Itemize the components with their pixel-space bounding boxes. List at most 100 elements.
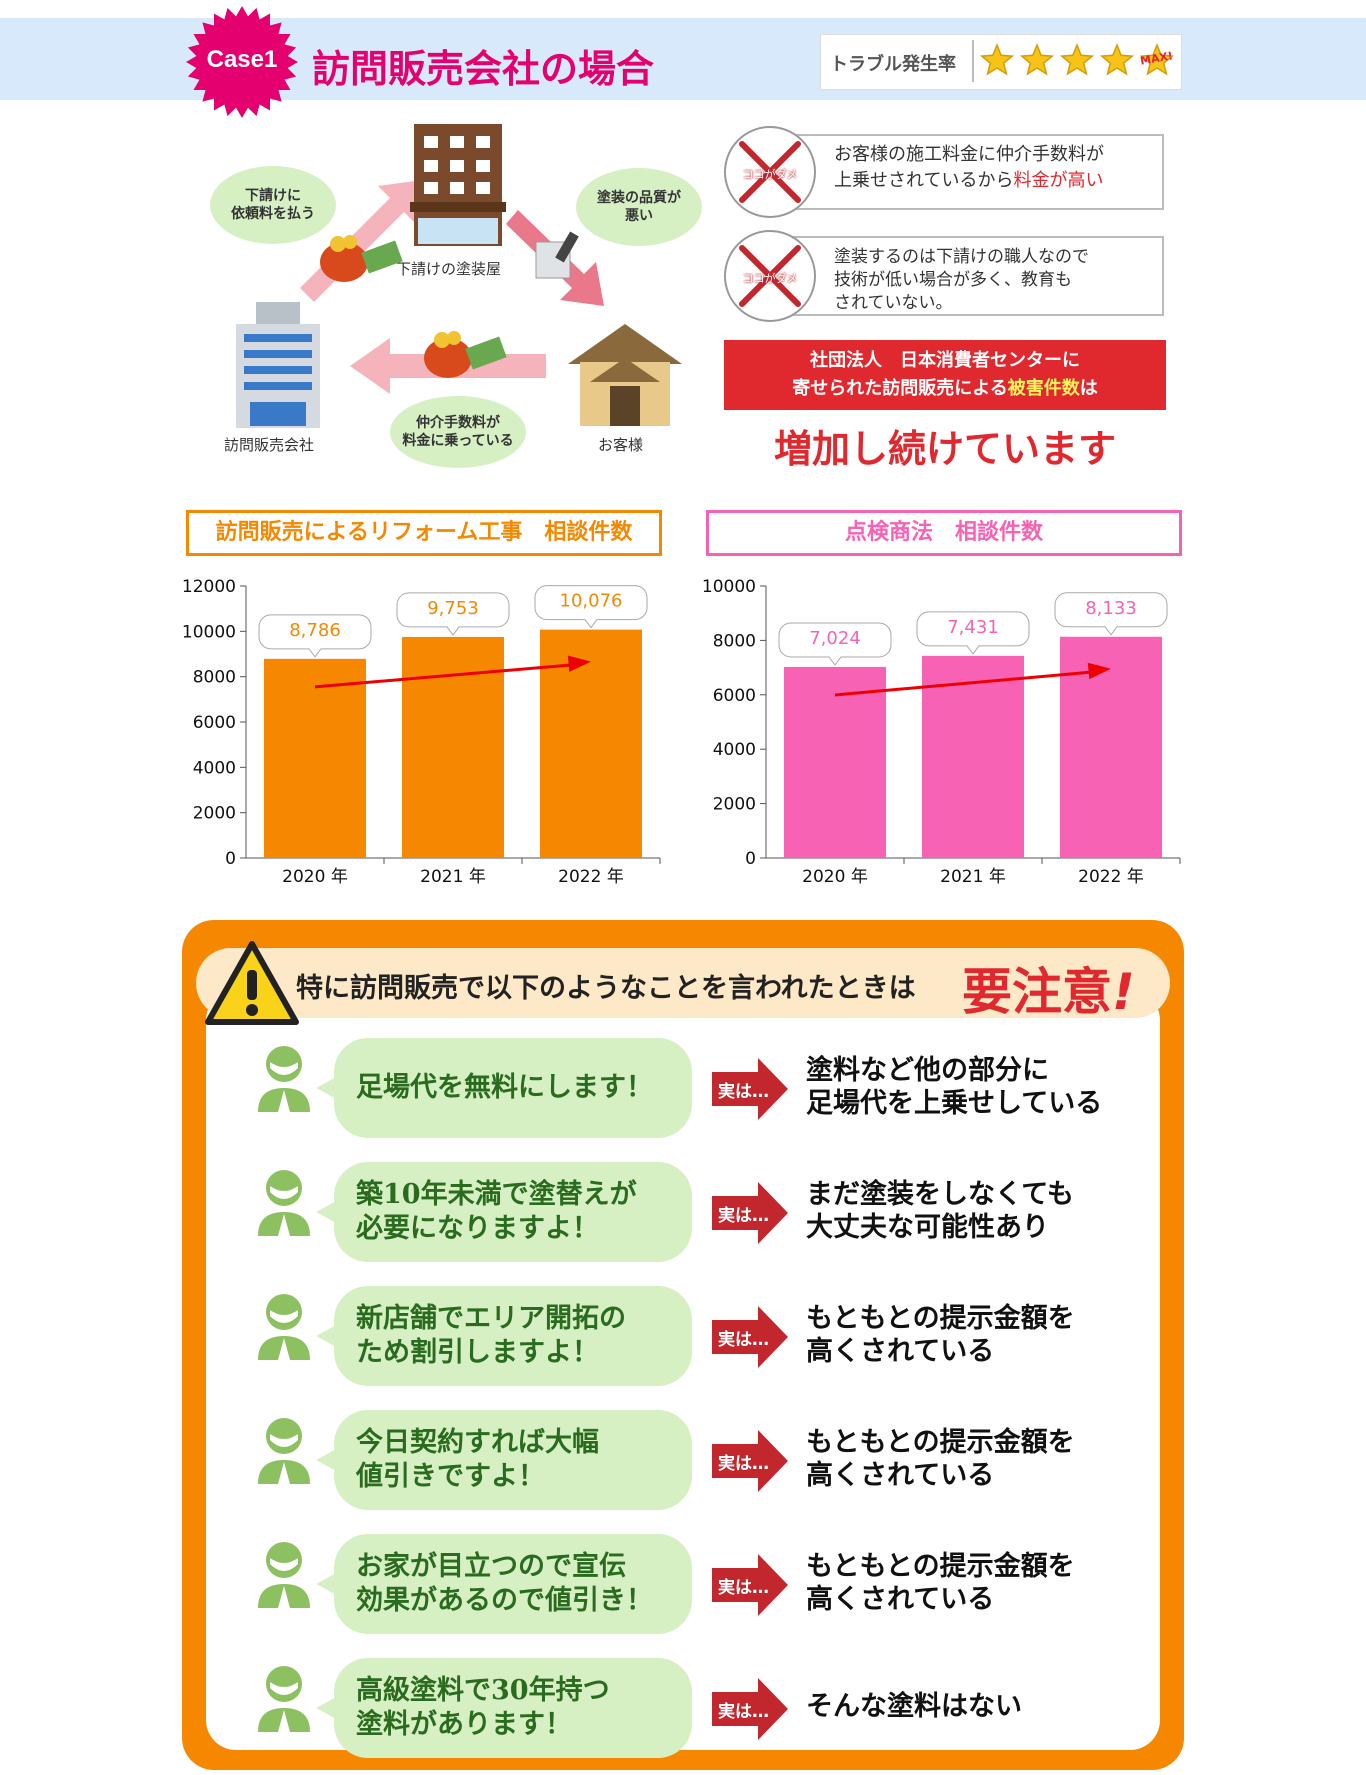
truth-arrow-icon: 実は… bbox=[712, 1306, 788, 1368]
bar bbox=[402, 636, 504, 858]
y-tick-label: 4000 bbox=[193, 758, 236, 778]
bar bbox=[1060, 636, 1162, 858]
y-tick-label: 10000 bbox=[702, 577, 756, 597]
increase-headline: 増加し続けています bbox=[773, 427, 1116, 471]
page-title: 訪問販売会社の場合 bbox=[312, 47, 655, 91]
company-caption: 訪問販売会社 bbox=[224, 436, 315, 454]
x-tick-label: 2021 年 bbox=[420, 867, 486, 887]
jitsu-label: 実は… bbox=[718, 1206, 769, 1226]
person-icon bbox=[256, 1538, 312, 1612]
y-tick-label: 12000 bbox=[182, 577, 236, 597]
x-tick-label: 2021 年 bbox=[940, 867, 1006, 887]
bubble-commission: 仲介手数料が 料金に乗っている bbox=[390, 396, 526, 468]
bubble-quality: 塗装の品質が 悪い bbox=[576, 168, 702, 246]
ng-label: ココがダメ bbox=[742, 168, 798, 181]
case-label: Case1 bbox=[206, 46, 278, 73]
star-icon bbox=[1020, 43, 1054, 76]
jitsu-label: 実は… bbox=[718, 1082, 769, 1102]
y-tick-label: 0 bbox=[745, 849, 756, 869]
warning-triangle-icon bbox=[205, 941, 299, 1025]
sales-pitch: 新店舗でエリア開拓の ため割引しますよ！ bbox=[334, 1286, 692, 1386]
star-icon bbox=[1060, 43, 1094, 76]
speech-tail bbox=[316, 1324, 338, 1348]
subcontractor-caption: 下請けの塗装屋 bbox=[396, 260, 502, 278]
ng-label: ココがダメ bbox=[742, 272, 798, 285]
y-tick-label: 2000 bbox=[193, 804, 236, 824]
truth-arrow-icon: 実は… bbox=[712, 1678, 788, 1740]
consumer-center-notice: 社団法人 日本消費者センターに 寄せられた訪問販売による被害件数は bbox=[724, 340, 1166, 410]
value-callout bbox=[916, 611, 1030, 655]
y-tick-label: 8000 bbox=[713, 631, 756, 651]
data-label: 7,024 bbox=[809, 628, 861, 649]
divider bbox=[972, 40, 974, 82]
x-tick-label: 2020 年 bbox=[802, 867, 868, 887]
jitsu-label: 実は… bbox=[718, 1330, 769, 1350]
speech-tail bbox=[316, 1448, 338, 1472]
caution-banner bbox=[196, 948, 1170, 1018]
x-tick-label: 2022 年 bbox=[558, 867, 624, 887]
x-tick-label: 2020 年 bbox=[282, 867, 348, 887]
truth-arrow-icon: 実は… bbox=[712, 1058, 788, 1120]
star-icon bbox=[1100, 43, 1134, 76]
data-label: 8,133 bbox=[1085, 598, 1137, 619]
chart-title-inspection: 点検商法 相談件数 bbox=[706, 510, 1182, 556]
bar bbox=[922, 655, 1024, 858]
trend-arrow-head bbox=[1087, 662, 1111, 680]
truth-text: もともとの提示金額を 高くされている bbox=[806, 1551, 1075, 1615]
ng-badge bbox=[724, 230, 816, 322]
trend-arrow bbox=[314, 663, 576, 689]
sales-pitch: 今日契約すれば大幅 値引きですよ！ bbox=[334, 1410, 692, 1510]
notice-line: 寄せられた訪問販売による bbox=[792, 378, 1008, 399]
truth-text: もともとの提示金額を 高くされている bbox=[806, 1427, 1075, 1491]
bar bbox=[540, 629, 642, 858]
truth-arrow-icon: 実は… bbox=[712, 1182, 788, 1244]
star-icon bbox=[1140, 43, 1174, 76]
sales-pitch: 築10年未満で塗替えが 必要になりますよ！ bbox=[334, 1162, 692, 1262]
y-tick-label: 4000 bbox=[713, 740, 756, 760]
x-tick-label: 2022 年 bbox=[1078, 867, 1144, 887]
warning-text: 上乗せされているから bbox=[834, 170, 1014, 191]
sales-pitch: お家が目立つので宣伝 効果があるので値引き！ bbox=[334, 1534, 692, 1634]
ng-badge bbox=[724, 126, 816, 218]
speech-tail bbox=[316, 1076, 338, 1100]
value-callout bbox=[778, 622, 892, 666]
truth-arrow-icon: 実は… bbox=[712, 1554, 788, 1616]
person-icon bbox=[256, 1414, 312, 1488]
y-tick-label: 10000 bbox=[182, 622, 236, 642]
truth-text: そんな塗料はない bbox=[806, 1691, 1022, 1722]
speech-tail bbox=[316, 1696, 338, 1720]
trend-arrow bbox=[834, 670, 1096, 697]
data-label: 9,753 bbox=[427, 598, 479, 619]
exclamation-icon: ! bbox=[1112, 963, 1135, 1021]
sales-pitch: 足場代を無料にします！ bbox=[334, 1038, 692, 1138]
notice-line: 社団法人 日本消費者センターに bbox=[810, 350, 1080, 371]
trend-arrow-head bbox=[567, 655, 591, 672]
warning-highlight: 料金が高い bbox=[1013, 170, 1104, 191]
y-tick-label: 2000 bbox=[713, 795, 756, 815]
y-tick-label: 6000 bbox=[193, 713, 236, 733]
person-icon bbox=[256, 1166, 312, 1240]
person-icon bbox=[256, 1042, 312, 1116]
warning-text: お客様の施工料金に仲介手数料が bbox=[834, 144, 1104, 165]
truth-arrow-icon: 実は… bbox=[712, 1430, 788, 1492]
notice-highlight: 被害件数 bbox=[1007, 378, 1080, 399]
y-tick-label: 8000 bbox=[193, 668, 236, 688]
value-callout bbox=[1054, 592, 1168, 636]
trouble-rate-label: トラブル発生率 bbox=[830, 54, 956, 75]
money-purse-icon bbox=[424, 331, 507, 378]
value-callout bbox=[534, 585, 648, 629]
data-label: 7,431 bbox=[947, 617, 999, 638]
value-callout bbox=[396, 592, 510, 636]
truth-text: まだ塗装をしなくても 大丈夫な可能性あり bbox=[806, 1179, 1074, 1243]
y-tick-label: 6000 bbox=[713, 686, 756, 706]
data-label: 8,786 bbox=[289, 620, 341, 641]
x-mark-icon bbox=[739, 141, 801, 203]
bubble-fee: 下請けに 依頼料を払う bbox=[210, 166, 336, 244]
caution-emphasis: 要注意! bbox=[962, 952, 1135, 1024]
bar bbox=[784, 666, 886, 858]
jitsu-label: 実は… bbox=[718, 1702, 769, 1722]
caution-heading: 特に訪問販売で以下のようなことを言われたときは bbox=[296, 973, 916, 1004]
customer-caption: お客様 bbox=[598, 436, 644, 454]
customer-house-icon bbox=[568, 324, 682, 426]
